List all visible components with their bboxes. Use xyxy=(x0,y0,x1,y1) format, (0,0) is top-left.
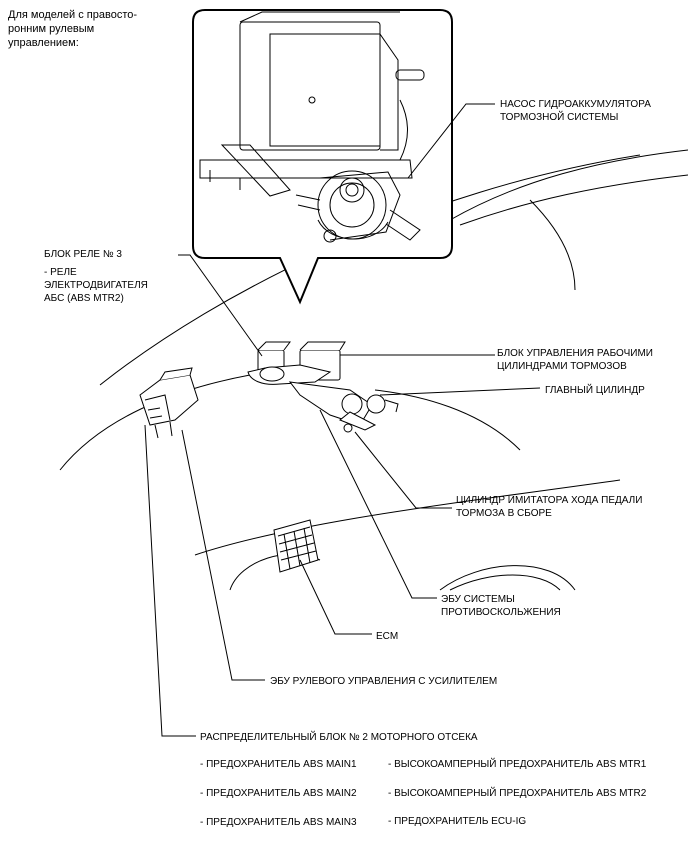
leader-lines xyxy=(144,103,541,737)
label-relay-block-3: БЛОК РЕЛЕ № 3 xyxy=(44,249,122,260)
steering-note: Для моделей с правосто- ронним рулевым у… xyxy=(8,9,138,49)
label-abs-motor-relay: - РЕЛЕ ЭЛЕКТРОДВИГАТЕЛЯ АБС (ABS MTR2) xyxy=(44,267,148,304)
accumulator-pump-illustration xyxy=(199,11,425,243)
fender-outline xyxy=(59,374,251,471)
fuse-list-item: - ВЫСОКОАМПЕРНЫЙ ПРЕДОХРАНИТЕЛЬ ABS MTR2 xyxy=(388,788,647,799)
fuse-list-item: - ПРЕДОХРАНИТЕЛЬ ABS MAIN3 xyxy=(200,817,357,828)
ecm-shape xyxy=(273,519,319,573)
fuse-list-item: - ВЫСОКОАМПЕРНЫЙ ПРЕДОХРАНИТЕЛЬ ABS MTR1 xyxy=(388,759,647,770)
fuse-list-item: - ПРЕДОХРАНИТЕЛЬ ABS MAIN1 xyxy=(200,759,357,770)
brake-actuator-shape xyxy=(247,341,399,433)
label-skid-control-ecu: ЭБУ СИСТЕМЫ ПРОТИВОСКОЛЬЖЕНИЯ xyxy=(441,594,561,618)
label-actuator-block: БЛОК УПРАВЛЕНИЯ РАБОЧИМИ ЦИЛИНДРАМИ ТОРМ… xyxy=(497,348,653,372)
fuse-list-item: - ПРЕДОХРАНИТЕЛЬ ABS MAIN2 xyxy=(200,788,357,799)
junction-block-2-shape xyxy=(139,367,199,439)
label-ecm: ECM xyxy=(376,631,399,642)
label-eps-ecu: ЭБУ РУЛЕВОГО УПРАВЛЕНИЯ С УСИЛИТЕЛЕМ xyxy=(270,676,498,687)
label-junction-block-2: РАСПРЕДЕЛИТЕЛЬНЫЙ БЛОК № 2 МОТОРНОГО ОТС… xyxy=(200,732,478,743)
label-master-cylinder: ГЛАВНЫЙ ЦИЛИНДР xyxy=(545,385,645,396)
label-accumulator-pump: НАСОС ГИДРОАККУМУЛЯТОРА ТОРМОЗНОЙ СИСТЕМ… xyxy=(500,99,651,123)
label-stroke-simulator: ЦИЛИНДР ИМИТАТОРА ХОДА ПЕДАЛИ ТОРМОЗА В … xyxy=(456,495,643,519)
fuse-list-item: - ПРЕДОХРАНИТЕЛЬ ECU-IG xyxy=(388,816,527,827)
